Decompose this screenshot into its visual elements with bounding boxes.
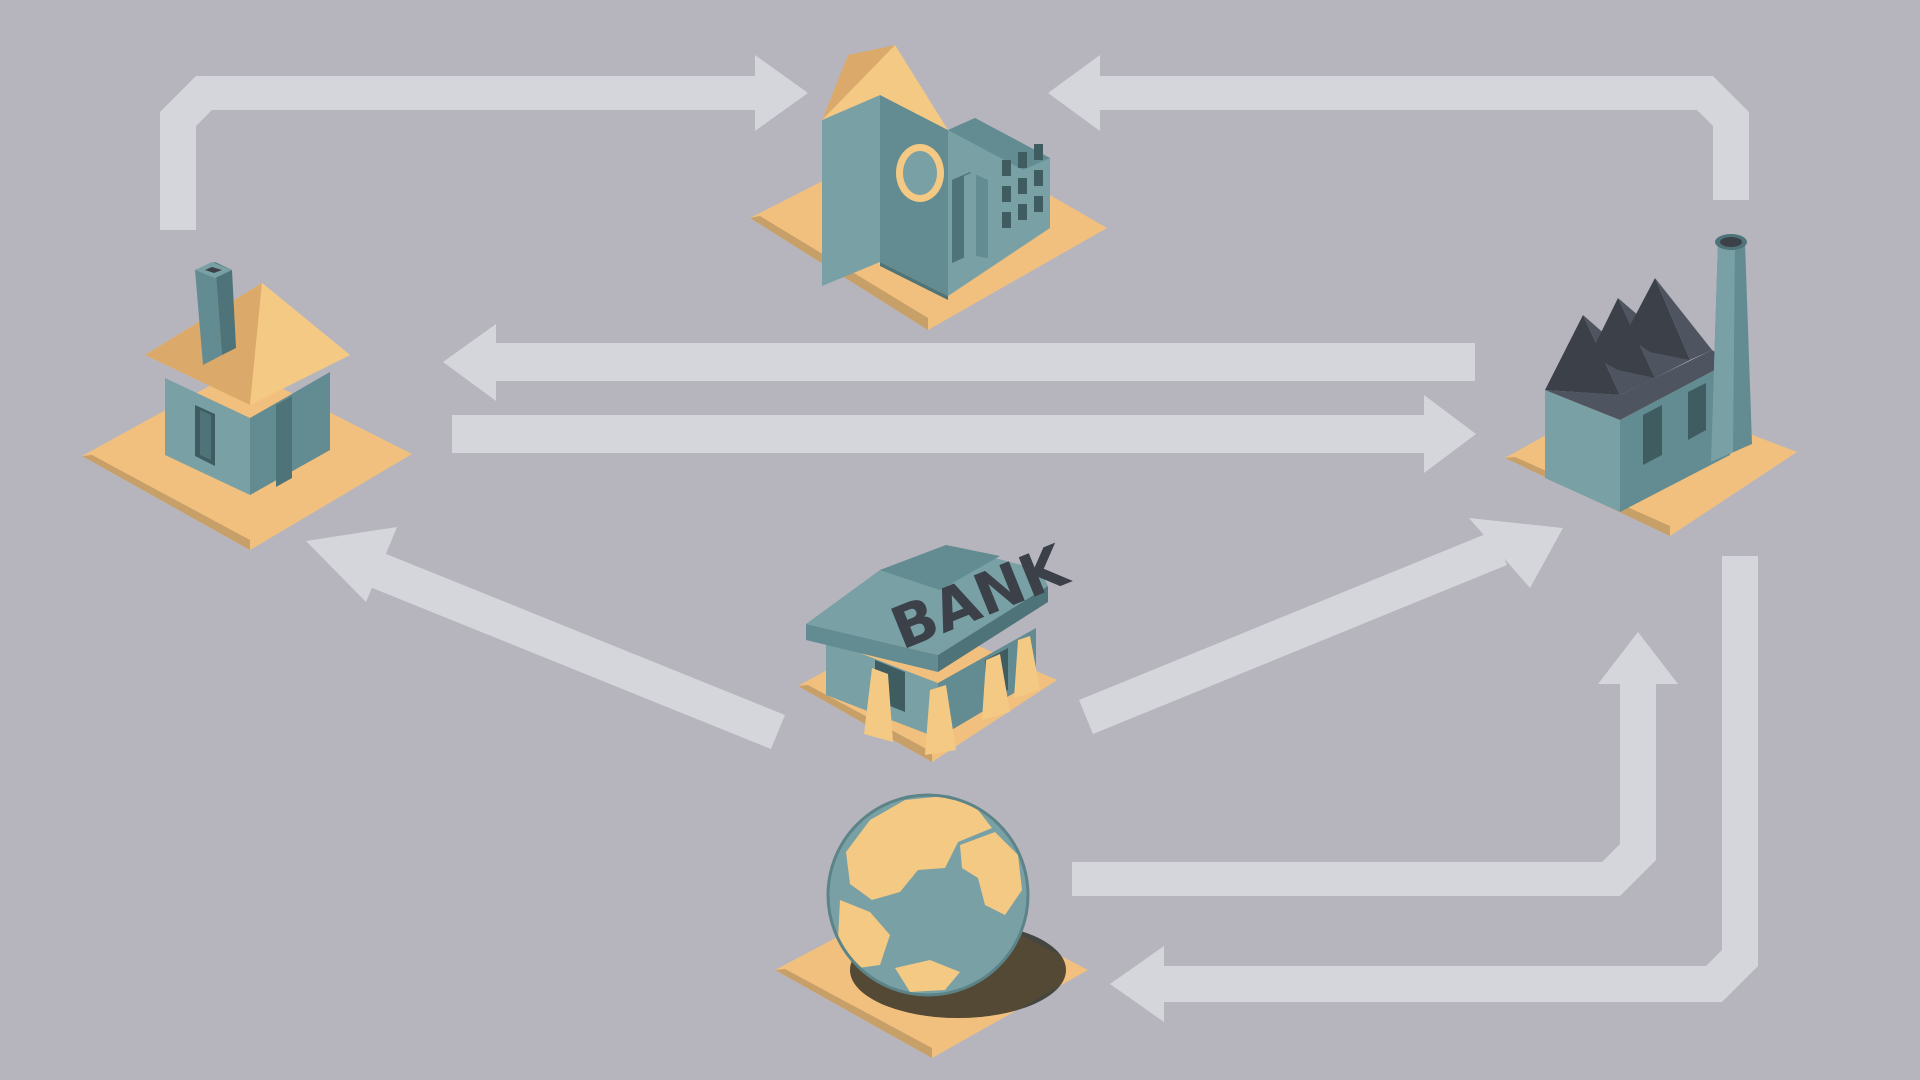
arrow-foreign-to-firms: [1072, 632, 1678, 896]
wing-windows: [1002, 144, 1043, 228]
arrow-households-to-government: [160, 55, 808, 230]
arrow-firms-to-foreign: [1110, 556, 1758, 1022]
arrow-households-to-firms: [452, 395, 1476, 473]
bank-icon: BANK: [798, 531, 1078, 762]
house-icon: [82, 262, 412, 550]
government-building-icon: [750, 45, 1107, 330]
factory-icon: [1505, 234, 1797, 536]
globe-icon: [775, 793, 1088, 1058]
arrow-bank-to-households: [306, 527, 785, 749]
arrow-firms-to-government: [1048, 55, 1749, 200]
arrow-bank-to-firms: [1079, 518, 1563, 734]
arrows: [160, 55, 1758, 1022]
arrow-firms-to-households: [443, 324, 1475, 401]
